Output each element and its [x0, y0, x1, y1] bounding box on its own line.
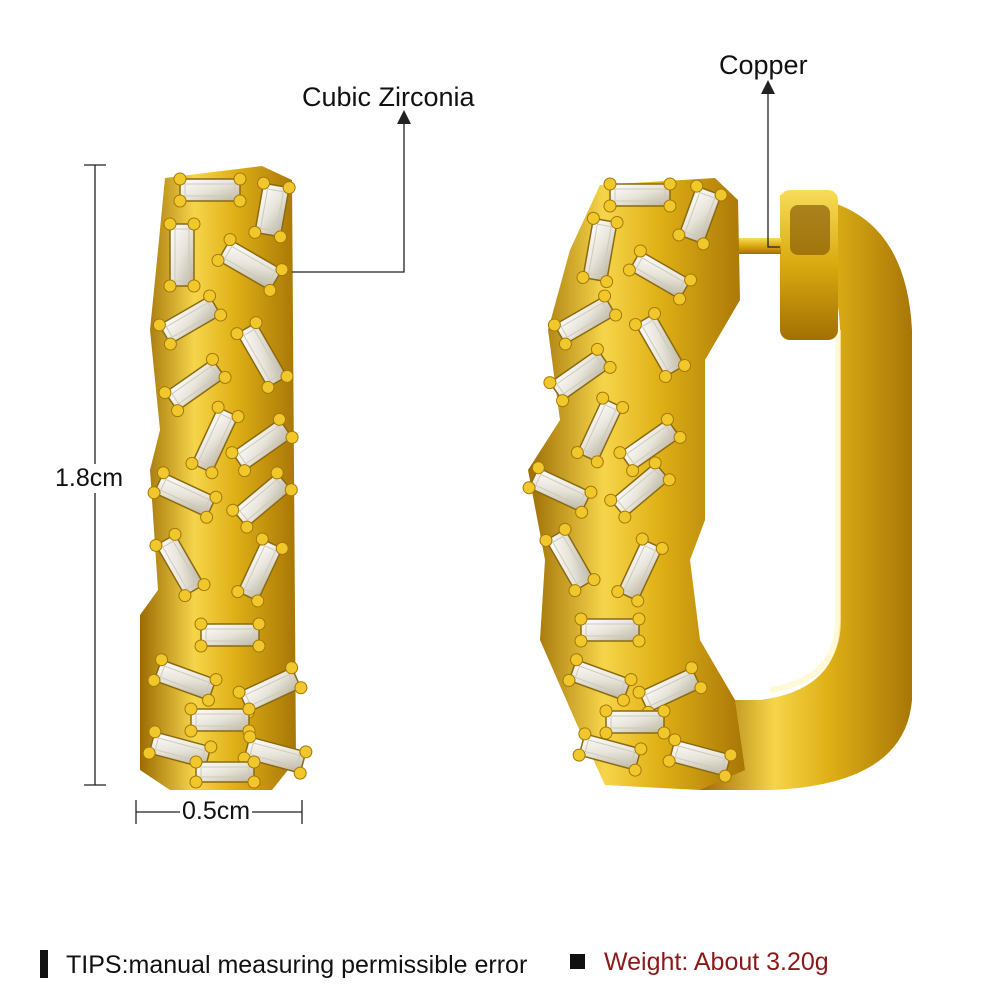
baguette-stone: [599, 704, 671, 740]
baguette-stone: [226, 466, 298, 534]
baguette-stone: [603, 177, 677, 213]
left-earring: [140, 166, 313, 790]
baguette-stone: [147, 466, 223, 524]
baguette-stone: [173, 172, 247, 208]
baguette-stone: [211, 233, 289, 297]
right-earring-stones: [522, 177, 738, 783]
right-earring-hoop: [700, 195, 912, 790]
cubic-zirconia-label: Cubic Zirconia: [302, 82, 475, 112]
baguette-stone: [604, 456, 676, 524]
baguette-stone: [632, 661, 708, 719]
copper-label: Copper: [719, 50, 808, 80]
baguette-stone: [622, 244, 698, 306]
baguette-stone: [163, 217, 201, 293]
baguette-stone: [611, 532, 669, 608]
baguette-stone: [158, 352, 232, 418]
baguette-stone: [576, 211, 624, 289]
width-label: 0.5cm: [180, 797, 253, 825]
baguette-stone: [149, 527, 211, 603]
baguette-stone: [237, 730, 313, 780]
baguette-stone: [543, 342, 617, 408]
baguette-stone: [231, 532, 289, 608]
baguette-stone: [230, 316, 294, 394]
weight-note-text: Weight: About 3.20g: [604, 948, 829, 976]
tips-note: TIPS:manual measuring permissible error: [40, 950, 527, 978]
arrow-up-icon: [397, 110, 411, 124]
baguette-stone: [662, 733, 738, 783]
baguette-stone: [570, 391, 630, 469]
baguette-stone: [613, 412, 687, 478]
height-label: 1.8cm: [54, 464, 125, 493]
cubic-zirconia-leader: [292, 110, 411, 273]
weight-note: Weight: About 3.20g: [570, 950, 829, 975]
baguette-stone: [522, 461, 598, 519]
square-bullet-icon: [570, 954, 585, 969]
baguette-stone: [628, 307, 692, 383]
baguette-stone: [189, 755, 261, 789]
bar-marker-icon: [40, 950, 48, 978]
copper-post: [733, 238, 781, 254]
baguette-stone: [574, 612, 646, 648]
left-earring-stones: [142, 172, 313, 789]
copper-leader: [761, 80, 780, 248]
baguette-stone: [539, 522, 601, 598]
tips-note-text: TIPS:manual measuring permissible error: [66, 951, 528, 979]
right-earring: [522, 177, 912, 790]
baguette-stone: [152, 289, 228, 351]
baguette-stone: [185, 400, 245, 480]
baguette-stone: [147, 653, 223, 707]
baguette-stone: [562, 653, 638, 707]
baguette-stone: [225, 412, 299, 478]
baguette-stone: [547, 289, 623, 351]
baguette-stone: [194, 617, 266, 653]
baguette-stone: [572, 727, 648, 777]
arrow-up-icon: [761, 80, 775, 94]
baguette-stone: [248, 176, 296, 244]
baguette-stone: [672, 179, 728, 251]
